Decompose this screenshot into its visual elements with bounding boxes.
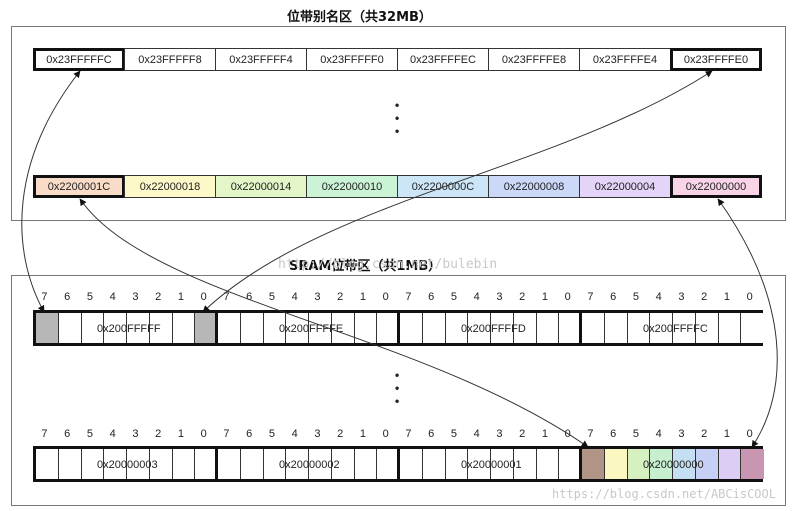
bit-number: 7 — [41, 428, 48, 440]
arrow-alias-23FFFFFC-to-bit7 — [21, 70, 81, 313]
word-address-label: 0x200FFFFC — [643, 323, 708, 335]
bit-cell — [604, 449, 628, 479]
arrow-alias-23FFFFE0-to-bit0 — [202, 70, 713, 313]
bit-cell — [195, 449, 218, 479]
watermark-bottom: https://blog.csdn.net/ABCisCOOL — [552, 487, 776, 501]
bit-cell — [218, 449, 241, 479]
bit-cell — [627, 313, 651, 343]
bit-cell — [149, 449, 173, 479]
bit-cell — [104, 449, 127, 479]
bit-number: 6 — [610, 428, 617, 440]
alias-top-row-cell-7: 0x23FFFFE0 — [670, 48, 762, 71]
bit-cell — [81, 449, 105, 479]
bit-cell — [127, 449, 150, 479]
bit-cell — [240, 449, 264, 479]
bit-cell — [445, 449, 469, 479]
bit-number: 5 — [632, 428, 639, 440]
bit-cell — [172, 449, 196, 479]
alias-top-row-cell-1: 0x23FFFFF8 — [124, 48, 216, 71]
bit-cell — [650, 449, 673, 479]
bit-number: 3 — [678, 428, 685, 440]
sram-bottom-words: 0x20000003 0x20000002 0x20000001 0x20000000 — [33, 446, 764, 482]
bit-cell — [354, 449, 378, 479]
word-address-label: 0x20000000 — [643, 459, 704, 471]
arrow-alias-2200001C-to-bit7 — [79, 198, 589, 448]
bit-cell — [263, 449, 287, 479]
arrow-alias-22000000-to-bit0 — [717, 198, 778, 448]
bit-number: 7 — [587, 428, 594, 440]
bit-cell — [741, 449, 764, 479]
bit-cell — [36, 313, 59, 343]
bit-cell — [536, 449, 560, 479]
bit-cell — [468, 449, 491, 479]
bit-cell — [650, 313, 673, 343]
bit-cell — [673, 313, 696, 343]
alias-top-row-cell-0: 0x23FFFFFC — [33, 48, 125, 71]
alias-top-row-cell-4: 0x23FFFFEC — [397, 48, 489, 71]
alias-top-row-cell-2: 0x23FFFFF4 — [215, 48, 307, 71]
word-address-label: 0x20000002 — [279, 459, 340, 471]
bit-cell — [36, 449, 59, 479]
bit-cell — [377, 449, 400, 479]
bit-cell — [58, 449, 82, 479]
bit-cell — [695, 449, 719, 479]
bit-number: 2 — [701, 428, 708, 440]
bit-cell — [559, 449, 582, 479]
bit-cell — [422, 449, 446, 479]
bit-cell — [309, 449, 332, 479]
word-address-label: 0x20000001 — [461, 459, 522, 471]
alias-region-title: 位带别名区（共32MB） — [287, 10, 432, 25]
bit-cell — [286, 449, 309, 479]
bit-cell — [627, 449, 651, 479]
bit-cell — [400, 449, 423, 479]
bit-cell — [513, 449, 537, 479]
bit-number: 6 — [64, 428, 71, 440]
bit-cell — [331, 449, 355, 479]
bit-cell — [582, 449, 605, 479]
bit-cell — [718, 449, 742, 479]
bit-number: 4 — [655, 428, 662, 440]
bit-cell — [491, 449, 514, 479]
alias-top-row-cell-6: 0x23FFFFE4 — [579, 48, 671, 71]
alias-top-row-cell-3: 0x23FFFFF0 — [306, 48, 398, 71]
word-address-label: 0x20000003 — [97, 459, 158, 471]
bit-cell — [673, 449, 696, 479]
bit-cell — [604, 313, 628, 343]
alias-top-row-cell-5: 0x23FFFFE8 — [488, 48, 580, 71]
